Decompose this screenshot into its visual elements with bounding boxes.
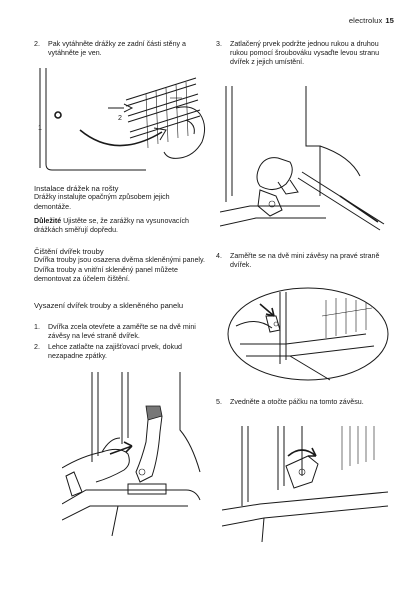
figure-hinge-press — [62, 372, 202, 536]
section-remove-door: Vysazení dvířek trouby a skleněného pane… — [34, 301, 206, 310]
step-number: 2. — [34, 343, 40, 351]
step-number: 4. — [216, 252, 222, 260]
step-2-left: 2. Pak vytáhněte drážky ze zadní části s… — [34, 40, 204, 60]
section-install-rails: Instalace drážek na rošty Drážky instalu… — [34, 184, 206, 235]
brand-name: electrolux — [348, 16, 383, 25]
important-text: Ujistěte se, že zarážky na vysunovacích … — [34, 216, 189, 235]
section-title: Čištění dvířek trouby — [34, 247, 104, 256]
step-5-right: 5. Zvedněte a otočte páčku na tomto závě… — [216, 398, 390, 418]
section-body: Drážky instalujte opačným způsobem jejic… — [34, 193, 170, 211]
section-title: Instalace drážek na rošty — [34, 184, 119, 193]
step-number: 3. — [216, 40, 222, 48]
step-number: 1. — [34, 323, 40, 331]
section-title: Vysazení dvířek trouby a skleněného pane… — [34, 301, 184, 310]
step-text: Dvířka zcela otevřete a zaměřte se na dv… — [48, 323, 196, 341]
step-text: Pak vytáhněte drážky ze zadní části stěn… — [48, 40, 187, 58]
section-clean-door: Čištění dvířek trouby Dvířka trouby jsou… — [34, 247, 206, 284]
important-label: Důležité — [34, 216, 62, 225]
figure-rail-removal: 1 2 — [36, 68, 208, 174]
section-body: Dvířka trouby jsou osazena dvěma skleněn… — [34, 256, 205, 283]
figure-right-hinge — [226, 286, 390, 382]
step-3-right: 3. Zatlačený prvek podržte jednou rukou … — [216, 40, 390, 80]
figure-lever-rotate — [222, 426, 390, 542]
figure-label-2: 2 — [118, 114, 122, 122]
step-text: Zvedněte a otočte páčku na tomto závěsu. — [230, 398, 364, 406]
important-note: Důležité Ujistěte se, že zarážky na vysu… — [34, 217, 206, 235]
remove-step-2: 2. Lehce zatlačte na zajišťovací prvek, … — [34, 343, 206, 363]
step-4-right: 4. Zaměřte se na dvě mini závěsy na prav… — [216, 252, 390, 272]
step-number: 2. — [34, 40, 40, 48]
step-text: Lehce zatlačte na zajišťovací prvek, dok… — [48, 343, 182, 361]
page-number: 15 — [385, 16, 394, 25]
remove-step-1: 1. Dvířka zcela otevřete a zaměřte se na… — [34, 323, 206, 343]
step-text: Zatlačený prvek podržte jednou rukou a d… — [230, 40, 380, 67]
figure-screwdriver — [220, 86, 390, 238]
figure-label-1: 1 — [38, 124, 42, 132]
step-text: Zaměřte se na dvě mini závěsy na pravé s… — [230, 252, 380, 270]
step-number: 5. — [216, 398, 222, 406]
